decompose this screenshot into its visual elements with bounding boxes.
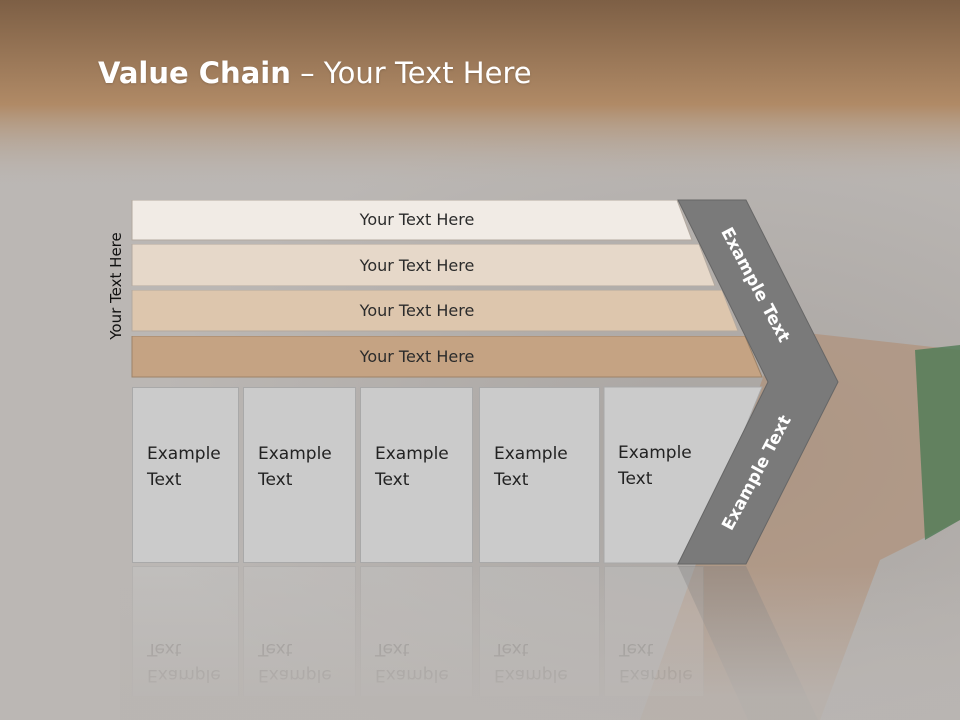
row-2-label: Your Text Here [359, 256, 475, 275]
column-1: Example Text [132, 387, 239, 563]
slide-title: Value Chain – Your Text Here [98, 56, 532, 90]
column-2: Example Text [243, 387, 356, 563]
row-4-label: Your Text Here [359, 347, 475, 366]
title-rest: – Your Text Here [290, 56, 532, 90]
row-4: Your Text Here [0, 336, 960, 378]
column-3-label: Example Text [375, 444, 449, 490]
row-4-shape [131, 336, 763, 378]
row-1: Your Text Here [0, 200, 960, 242]
column-5: Example Text [604, 387, 704, 563]
row-3-shape [131, 290, 739, 332]
column-4-label: Example Text [494, 444, 568, 490]
row-3-label: Your Text Here [359, 301, 475, 320]
column-2-label: Example Text [258, 444, 332, 490]
row-1-shape [131, 200, 693, 241]
row-2-shape [131, 244, 716, 286]
column-3: Example Text [360, 387, 473, 563]
column-1-label: Example Text [147, 444, 221, 490]
reflection-fade [120, 566, 960, 720]
row-1-label: Your Text Here [359, 210, 475, 229]
row-3: Your Text Here [0, 290, 960, 332]
column-4: Example Text [479, 387, 600, 563]
column-5-label: Example Text [618, 443, 692, 489]
title-bold: Value Chain [98, 56, 291, 90]
row-2: Your Text Here [0, 244, 960, 286]
